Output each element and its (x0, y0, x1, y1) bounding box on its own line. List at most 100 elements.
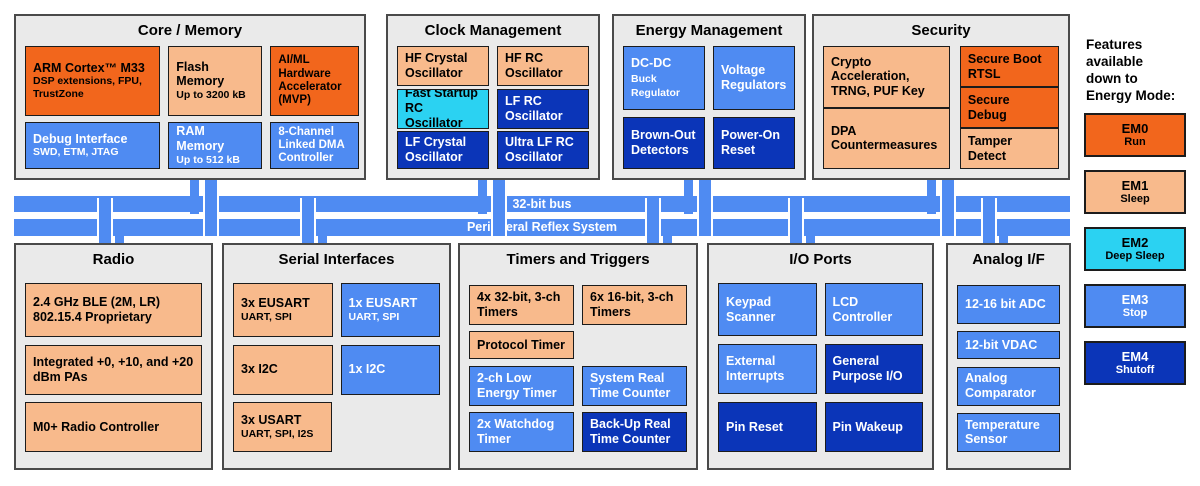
section-title: Clock Management (424, 22, 562, 39)
block-title: 3x USART (241, 413, 302, 428)
block-title: DPA Countermeasures (831, 123, 938, 153)
block-tamper-detect: Tamper Detect (959, 128, 1059, 169)
block-title: HF RC Oscillator (505, 51, 563, 80)
block-title: Debug Interface (33, 131, 128, 146)
block-hf-crystal-oscillator: HF Crystal Oscillator (397, 46, 489, 86)
section-energy-management: Energy Management DC-DC Buck Regulator Vo… (612, 14, 806, 180)
block-title: 3x I2C (241, 362, 278, 377)
block-title: 8-Channel Linked DMA Controller (278, 125, 345, 165)
block-title: 2.4 GHz BLE (2M, LR) 802.15.4 Proprietar… (33, 295, 161, 324)
block-back-up-real-time-counter: Back-Up Real Time Counter (582, 411, 687, 452)
block-subtitle: SWD, ETM, JTAG (33, 146, 119, 159)
section-row: Fast Startup RC Oscillator LF RC Oscillat… (397, 88, 589, 129)
block-title: AI/ML Hardware Accelerator (MVP) (278, 54, 342, 107)
block-3x-i2c: 3x I2C (233, 344, 333, 395)
block-title: HF Crystal Oscillator (405, 51, 468, 80)
block-title: 6x 16-bit, 3-ch Timers (590, 290, 674, 319)
block-lf-rc-oscillator: LF RC Oscillator (497, 88, 589, 129)
bus-connector (940, 180, 956, 236)
block-title: 2-ch Low Energy Timer (477, 370, 557, 400)
block-title: Back-Up Real Time Counter (590, 417, 671, 446)
section-row: Pin Reset Pin Wakeup (718, 402, 923, 452)
section-row: 12-bit VDAC (957, 331, 1060, 360)
legend-mode-desc: Deep Sleep (1105, 250, 1165, 263)
block-subtitle: UART, SPI (241, 310, 292, 323)
block-temperature-sensor: Temperature Sensor (957, 412, 1060, 452)
block-hf-rc-oscillator: HF RC Oscillator (497, 46, 589, 86)
block-title: Voltage Regulators (721, 63, 787, 92)
block-voltage-regulators: Voltage Regulators (713, 46, 795, 110)
legend-mode-name: EM0 (1121, 120, 1149, 136)
bus-connector (203, 180, 219, 236)
bus-connector (97, 198, 113, 243)
section-timers-and-triggers: Timers and Triggers 4x 32-bit, 3-ch Time… (458, 243, 698, 470)
block-secure-boot-rtsl: Secure Boot RTSL (959, 46, 1059, 87)
section-title: I/O Ports (789, 251, 852, 268)
block-title: Brown-Out Detectors (631, 128, 696, 157)
block-subtitle-inline: Buck Regulator (631, 72, 681, 100)
empty-slot (582, 331, 687, 359)
block-dc-dc: DC-DC Buck Regulator (623, 46, 705, 110)
block-integrated-0-10-and-20-dbm-pas: Integrated +0, +10, and +20 dBm PAs (25, 344, 202, 395)
section-row: External Interrupts General Purpose I/O (718, 344, 923, 394)
block-external-interrupts: External Interrupts (718, 344, 817, 394)
block-2-ch-low-energy-timer: 2-ch Low Energy Timer (469, 365, 574, 406)
block-title: Integrated +0, +10, and +20 dBm PAs (33, 354, 194, 384)
block-system-real-time-counter: System Real Time Counter (582, 365, 687, 406)
block-6x-16-bit-3-ch-timers: 6x 16-bit, 3-ch Timers (582, 285, 687, 325)
block-title: 1x EUSART (348, 296, 418, 311)
bus-connector (697, 180, 713, 236)
section-title: Serial Interfaces (278, 251, 395, 268)
block-title: Power-On Reset (721, 128, 781, 157)
bus-32bit: 32-bit bus (14, 196, 1070, 212)
block-title: 4x 32-bit, 3-ch Timers (477, 290, 561, 319)
section-title: Energy Management (635, 22, 783, 39)
legend-heading: Features available down to Energy Mode: (1086, 37, 1176, 103)
block-title: Temperature Sensor (965, 417, 1040, 447)
block-m0-radio-controller: M0+ Radio Controller (25, 402, 202, 452)
bus-connector (981, 198, 997, 243)
block-title: Analog Comparator (965, 371, 1036, 401)
block-title: Secure Boot RTSL (967, 51, 1042, 81)
bus-connector (788, 198, 804, 243)
block-power-on-reset: Power-On Reset (713, 117, 795, 169)
block-crypto-acceleration-trng-puf-key: Crypto Acceleration, TRNG, PUF Key (823, 46, 951, 108)
block-title: External Interrupts (726, 354, 785, 383)
section-title: Analog I/F (972, 251, 1045, 268)
legend-mode-name: EM1 (1121, 177, 1149, 193)
block-pin-wakeup: Pin Wakeup (824, 402, 923, 452)
block-title: Pin Reset (726, 419, 783, 434)
legend-mode-desc: Run (1124, 136, 1146, 149)
block-title: Tamper Detect (967, 133, 1013, 163)
block-title: ARM Cortex™ M33 (33, 60, 145, 75)
block-title: Fast Startup RC Oscillator (405, 88, 478, 129)
block-title: DC-DC Buck Regulator (631, 55, 681, 100)
section-row: HF Crystal Oscillator HF RC Oscillator (397, 46, 589, 86)
block-title: Secure Debug (967, 92, 1010, 122)
block-12-bit-vdac: 12-bit VDAC (957, 331, 1060, 360)
block-dpa-countermeasures: DPA Countermeasures (823, 107, 951, 169)
section-row: Temperature Sensor (957, 412, 1060, 452)
bus-connector (300, 198, 316, 243)
block-general-purpose-i-o: General Purpose I/O (824, 344, 923, 394)
block-analog-comparator: Analog Comparator (957, 366, 1060, 406)
block-protocol-timer: Protocol Timer (469, 331, 574, 360)
block-title: Pin Wakeup (832, 419, 903, 434)
block-title: LF RC Oscillator (505, 93, 563, 123)
section-row: Brown-Out Detectors Power-On Reset (623, 117, 795, 169)
